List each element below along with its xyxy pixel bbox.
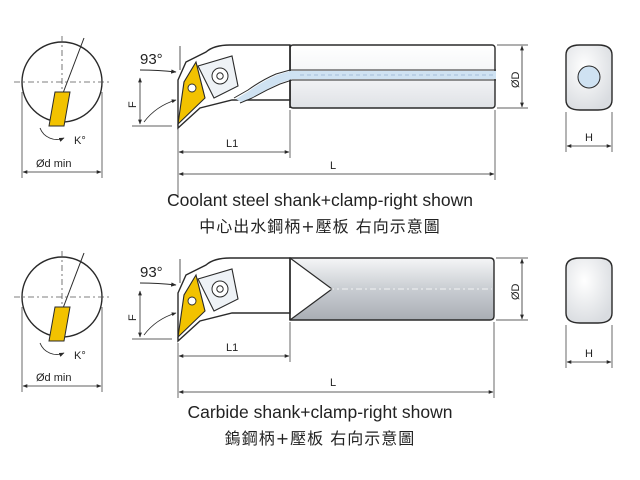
bottom-bore-view: K° Ød min — [14, 251, 110, 392]
angle-label: 93° — [140, 264, 163, 281]
clamp-screw — [211, 280, 229, 298]
kappa-arc — [39, 342, 65, 357]
kappa-label: K° — [74, 350, 86, 362]
dmin-label: Ød min — [36, 158, 71, 170]
angle-label: 93° — [140, 51, 163, 68]
coolant-hole — [577, 65, 601, 89]
top-bore-view: K° Ød min — [14, 36, 110, 178]
clamp-screw — [211, 67, 229, 85]
bottom-end-view: H — [565, 257, 613, 368]
f-leader — [143, 312, 177, 336]
bottom-caption-chinese: 鎢鋼柄+壓板 右向示意圖 — [224, 429, 416, 448]
d-label: ØD — [510, 71, 522, 88]
insert — [177, 273, 206, 339]
insert-end-view — [48, 91, 71, 127]
top-holder-side-view: 93° F L1 L ØD — [127, 44, 528, 198]
coolant-channel-top — [233, 69, 496, 99]
shank-end-profile — [565, 257, 613, 324]
insert-hole — [187, 296, 197, 306]
l1-label: L1 — [226, 138, 238, 150]
coolant-channel-fill — [236, 71, 496, 102]
h-label: H — [585, 132, 593, 144]
top-section: K° Ød min 93° — [14, 36, 613, 198]
bottom-section: K° Ød min 93° F — [14, 251, 613, 398]
f-label: F — [127, 101, 139, 108]
l1-label: L1 — [226, 342, 238, 354]
angle-arrow — [139, 282, 177, 287]
coolant-channel-bottom — [239, 79, 496, 104]
f-leader — [143, 99, 177, 123]
kappa-arc — [39, 127, 65, 142]
top-caption-english: Coolant steel shank+clamp-right shown — [167, 190, 473, 210]
bottom-caption-english: Carbide shank+clamp-right shown — [187, 402, 453, 422]
insert-hole — [187, 83, 197, 93]
kappa-label: K° — [74, 135, 86, 147]
l-label: L — [330, 377, 336, 389]
dmin-label: Ød min — [36, 372, 71, 384]
angle-arrow — [139, 69, 177, 74]
f-label: F — [127, 314, 139, 321]
top-end-view: H — [565, 44, 613, 152]
bottom-holder-side-view: 93° F L1 L ØD — [127, 257, 528, 398]
clamp-screw-socket — [216, 285, 224, 293]
insert-end-view — [48, 306, 71, 342]
clamp-screw-socket — [216, 72, 224, 80]
h-label: H — [585, 348, 593, 360]
carbide-shank — [289, 257, 495, 321]
l-label: L — [330, 160, 336, 172]
top-caption-chinese: 中心出水鋼柄+壓板 右向示意圖 — [199, 217, 441, 236]
d-label: ØD — [510, 283, 522, 300]
